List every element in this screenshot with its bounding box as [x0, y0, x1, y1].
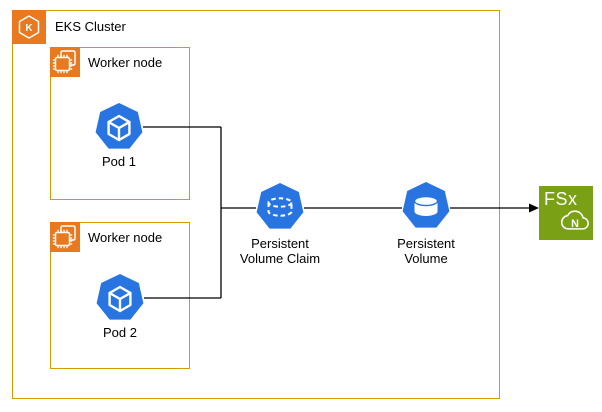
persistent-volume-claim-icon — [255, 182, 305, 232]
eks-cluster-label: EKS Cluster — [55, 19, 126, 34]
eks-k-letter: K — [25, 23, 33, 34]
worker-node-1-group — [50, 47, 190, 200]
cloud-n-icon: N — [560, 210, 589, 230]
worker-node-2-group — [50, 222, 190, 369]
pod1-label: Pod 1 — [102, 154, 136, 169]
pod2-label: Pod 2 — [103, 325, 137, 340]
worker-node-2-label: Worker node — [88, 230, 163, 245]
worker-node-1-label: Worker node — [88, 55, 163, 70]
svg-text:N: N — [571, 218, 579, 230]
eks-cluster-group — [12, 10, 500, 399]
persistent-volume-claim-label: Persistent Volume Claim — [239, 236, 321, 266]
arrowhead-icon — [529, 203, 539, 213]
persistent-volume-icon — [401, 181, 451, 231]
pod2-icon — [95, 273, 145, 323]
fsx-netapp-ontap-icon: FSx N — [539, 186, 593, 240]
fsx-label: FSx — [544, 189, 578, 209]
persistent-volume-label: Persistent Volume — [397, 236, 455, 266]
pod1-icon — [94, 102, 144, 152]
eks-cluster-icon: K — [12, 10, 46, 44]
worker-node-chip-icon — [50, 222, 80, 252]
worker-node-chip-icon — [50, 47, 80, 77]
